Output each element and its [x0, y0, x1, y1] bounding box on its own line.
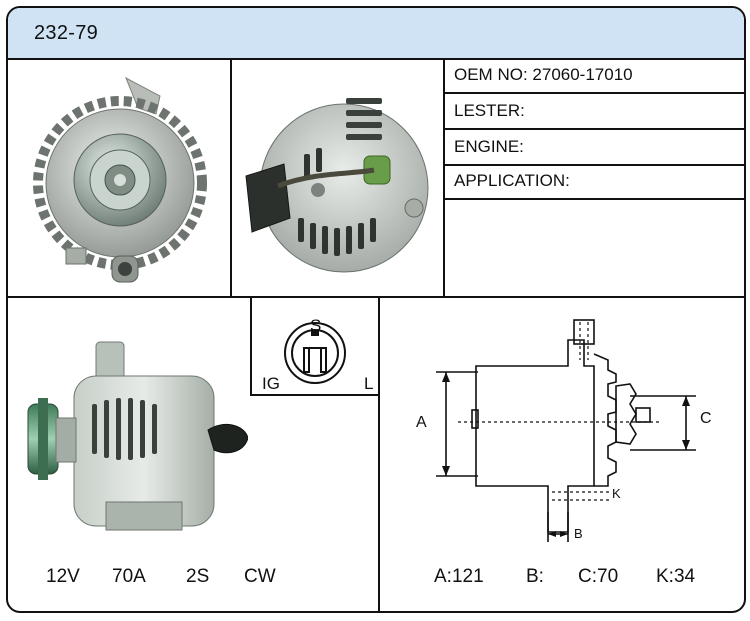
header-bar: 232-79: [8, 8, 744, 60]
divider: [378, 298, 380, 611]
spec-voltage: 12V: [46, 566, 80, 587]
engine-row: ENGINE:: [445, 130, 744, 166]
part-number-title: 232-79: [34, 22, 99, 44]
application-label: APPLICATION:: [454, 171, 570, 190]
oem-value: 27060-17010: [532, 65, 633, 84]
oem-row: OEM NO: 27060-17010: [445, 58, 744, 94]
application-row: APPLICATION:: [445, 164, 744, 200]
spec-grooves: 2S: [186, 566, 210, 587]
dimension-label-b: B: [574, 526, 583, 541]
connector-label-l: L: [364, 374, 374, 393]
connector-label-ig: IG: [262, 374, 280, 393]
alternator-front-photo: [30, 68, 210, 288]
product-card: 232-79 OEM NO: 27060-17010 LESTER: ENGIN…: [6, 6, 746, 613]
divider: [250, 298, 252, 396]
engine-label: ENGINE:: [454, 137, 524, 156]
divider: [8, 296, 744, 298]
connector-diagram: [252, 300, 378, 394]
spec-rotation: CW: [244, 566, 276, 587]
oem-label: OEM NO:: [454, 65, 528, 84]
divider: [250, 394, 380, 396]
alternator-rear-photo: [244, 68, 434, 288]
dimension-value-c: C:70: [578, 566, 619, 587]
dimension-drawing: [380, 300, 744, 550]
dimension-value-b: B:: [526, 566, 544, 587]
dimension-label-c: C: [700, 410, 712, 427]
connector-label-s: S: [310, 316, 322, 335]
dimension-label-a: A: [416, 414, 427, 431]
lester-row: LESTER:: [445, 94, 744, 130]
dimension-value-a: A:121: [434, 566, 484, 587]
divider: [443, 58, 445, 298]
lester-label: LESTER:: [454, 101, 525, 120]
dimension-value-k: K:34: [656, 566, 696, 587]
dimension-label-k: K: [612, 486, 621, 501]
divider: [230, 58, 232, 298]
alternator-side-photo: [18, 334, 248, 540]
spec-amperage: 70A: [112, 566, 146, 587]
